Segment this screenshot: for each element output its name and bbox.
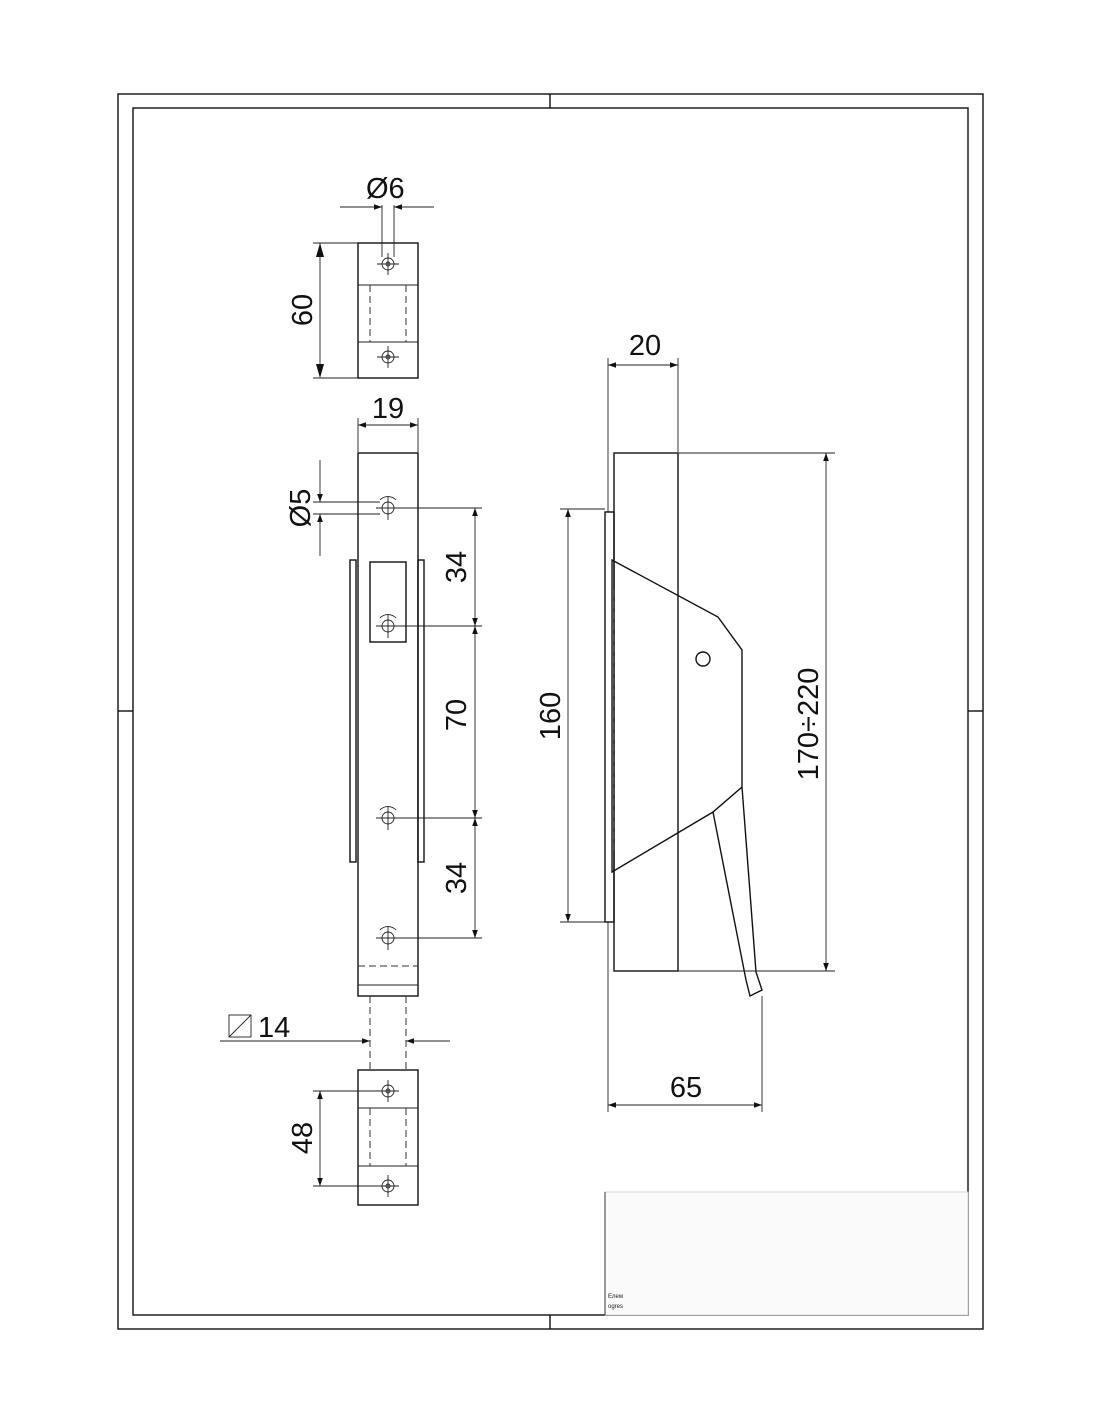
dim-len-48: 48 [287, 1122, 319, 1154]
dim-pitch-34-bottom: 34 [441, 862, 473, 894]
side-view: 20 160 170÷220 65 [535, 330, 835, 1112]
title-block-line1: Елем [608, 1294, 623, 1300]
dim-depth-20: 20 [629, 330, 661, 362]
lower-keeper: 48 [287, 1069, 419, 1206]
main-bar: 19 Ø5 [285, 393, 482, 997]
hole-icon [376, 496, 400, 520]
dim-dia-6: Ø6 [366, 173, 405, 205]
lever-icon [712, 786, 763, 998]
dim-pitch-70: 70 [441, 699, 473, 731]
hole-icon [377, 253, 399, 275]
dim-square-14: 14 [258, 1012, 290, 1044]
dim-len-60: 60 [287, 294, 319, 326]
dim-dia-5: Ø5 [285, 489, 317, 528]
title-block-line2: ogres [608, 1304, 623, 1310]
dim-width-19: 19 [372, 393, 404, 425]
upper-keeper: Ø6 60 [287, 173, 434, 379]
hole-icon [377, 346, 399, 368]
pivot-hole-icon [695, 651, 711, 667]
square-symbol-icon [228, 1014, 252, 1038]
title-block: Елем ogres [604, 1191, 969, 1316]
dim-pitch-34-top: 34 [441, 551, 473, 583]
dim-reach-65: 65 [670, 1072, 702, 1104]
handle-body [611, 558, 743, 874]
dim-range-170-220: 170÷220 [793, 668, 825, 781]
square-rod: 14 [220, 996, 450, 1070]
dim-len-160: 160 [535, 692, 567, 740]
hole-icon [376, 806, 400, 830]
sheet-frame [117, 93, 984, 1330]
